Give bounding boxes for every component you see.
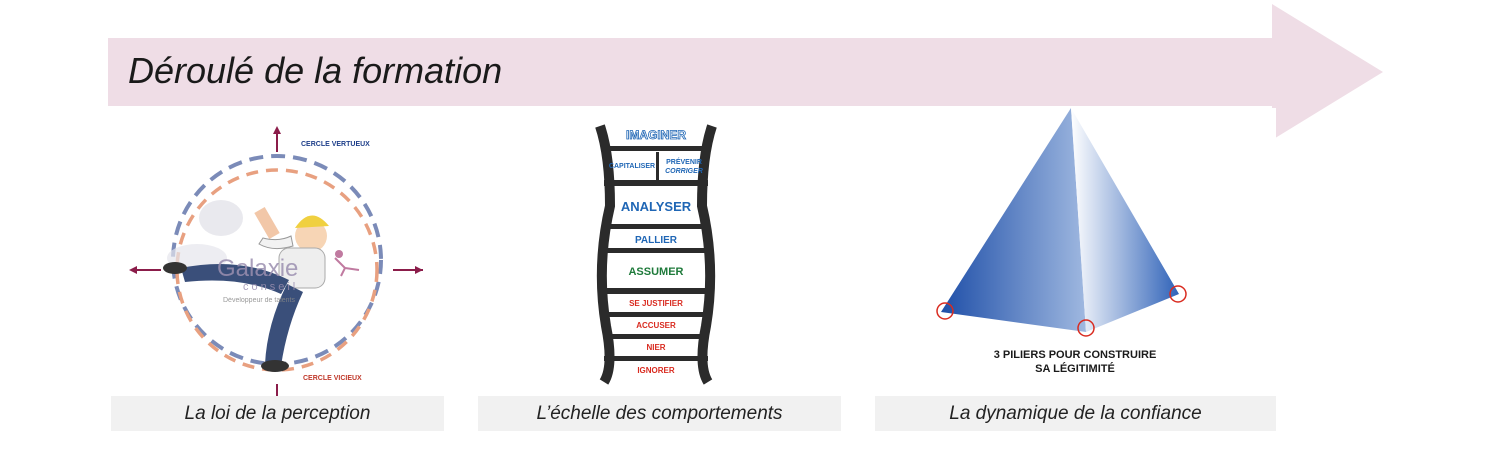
rung-nier: NIER bbox=[646, 343, 665, 352]
rung-se-justifier: SE JUSTIFIER bbox=[629, 299, 683, 308]
rung-pallier: PALLIER bbox=[635, 235, 678, 246]
logo-tagline: Développeur de talents bbox=[223, 297, 295, 304]
rung-accuser: ACCUSER bbox=[636, 321, 676, 330]
caption-perception: La loi de la perception bbox=[111, 396, 444, 431]
logo-sub: conseil bbox=[243, 281, 298, 293]
perception-image: Galaxie conseil Développeur de talents C… bbox=[111, 108, 444, 396]
logo-name: Galaxie bbox=[217, 255, 298, 282]
pyramid-label-line2: SA LÉGITIMITÉ bbox=[1035, 362, 1115, 375]
ladder-image: IMAGINER CAPITALISER PRÉVENIR CORRIGER A… bbox=[478, 108, 841, 396]
caption-ladder: L’échelle des comportements bbox=[478, 396, 841, 431]
rung-assumer: ASSUMER bbox=[628, 266, 683, 278]
page-title: Déroulé de la formation bbox=[128, 50, 503, 91]
pyramid-label-line1: 3 PILIERS POUR CONSTRUIRE bbox=[994, 349, 1157, 361]
rung-capitaliser: CAPITALISER bbox=[609, 163, 655, 170]
rung-imaginer: IMAGINER bbox=[626, 128, 686, 142]
label-cercle-vertueux: CERCLE VERTUEUX bbox=[301, 141, 370, 148]
label-cercle-vicieux: CERCLE VICIEUX bbox=[303, 375, 362, 382]
caption-pyramid: La dynamique de la confiance bbox=[875, 396, 1276, 431]
rung-corriger: CORRIGER bbox=[665, 168, 703, 175]
pyramid-image: 3 PILIERS POUR CONSTRUIRE SA LÉGITIMITÉ bbox=[875, 108, 1276, 396]
rung-ignorer: IGNORER bbox=[637, 366, 675, 375]
rung-prevenir: PRÉVENIR bbox=[666, 157, 702, 166]
rung-analyser: ANALYSER bbox=[621, 199, 692, 214]
